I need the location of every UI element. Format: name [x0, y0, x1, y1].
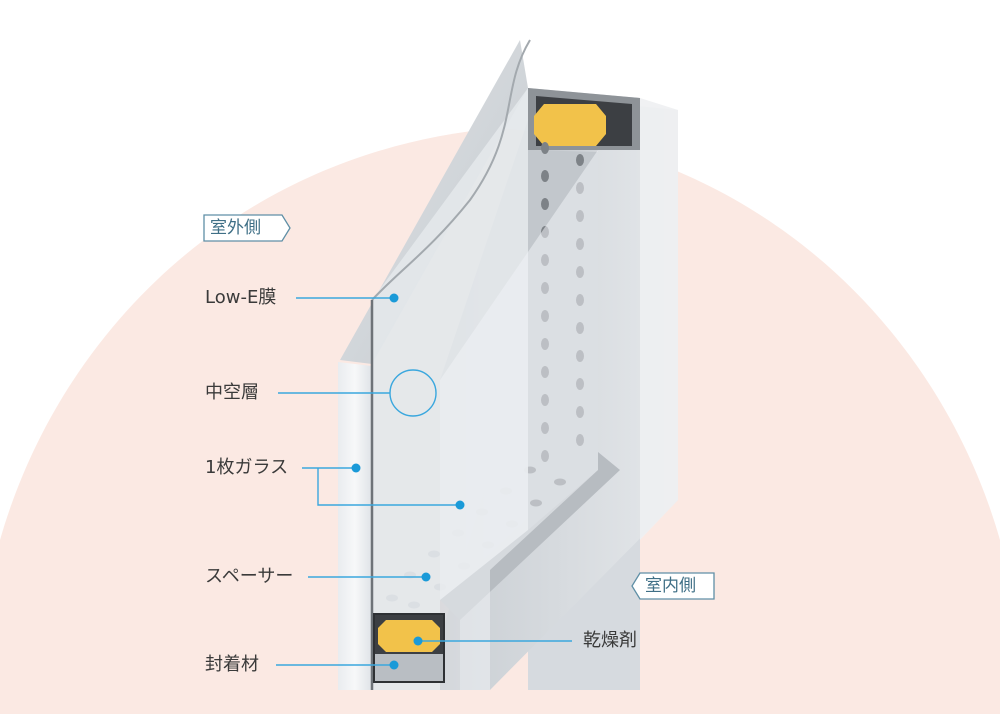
outdoor-side-label: 室外側 — [210, 218, 261, 238]
hollow-layer-highlight-circle — [389, 369, 437, 417]
outdoor-glass-edge — [338, 362, 372, 690]
callout-dots — [351, 293, 465, 670]
outdoor-tag-shape — [203, 214, 291, 242]
low-e-label: Low-E膜 — [205, 287, 277, 308]
spacer-bottom-outline — [373, 613, 445, 683]
sealant-label: 封着材 — [205, 654, 259, 675]
indoor-glass-edge — [640, 98, 678, 540]
glass-reflection-curve — [371, 39, 531, 301]
sealant-bottom — [374, 654, 444, 682]
desiccant-bottom — [378, 620, 440, 652]
hollow-layer-label: 中空層 — [205, 382, 259, 403]
leader-lines — [276, 297, 572, 666]
indoor-tag-shape — [631, 572, 715, 600]
desiccant-label: 乾燥剤 — [583, 630, 637, 651]
indoor-glass-front-face — [440, 150, 598, 690]
indoor-side-label: 室内側 — [645, 576, 696, 596]
single-glass-label: 1枚ガラス — [205, 457, 289, 478]
spacer-label: スペーサー — [205, 566, 294, 587]
desiccant-top — [534, 104, 606, 146]
